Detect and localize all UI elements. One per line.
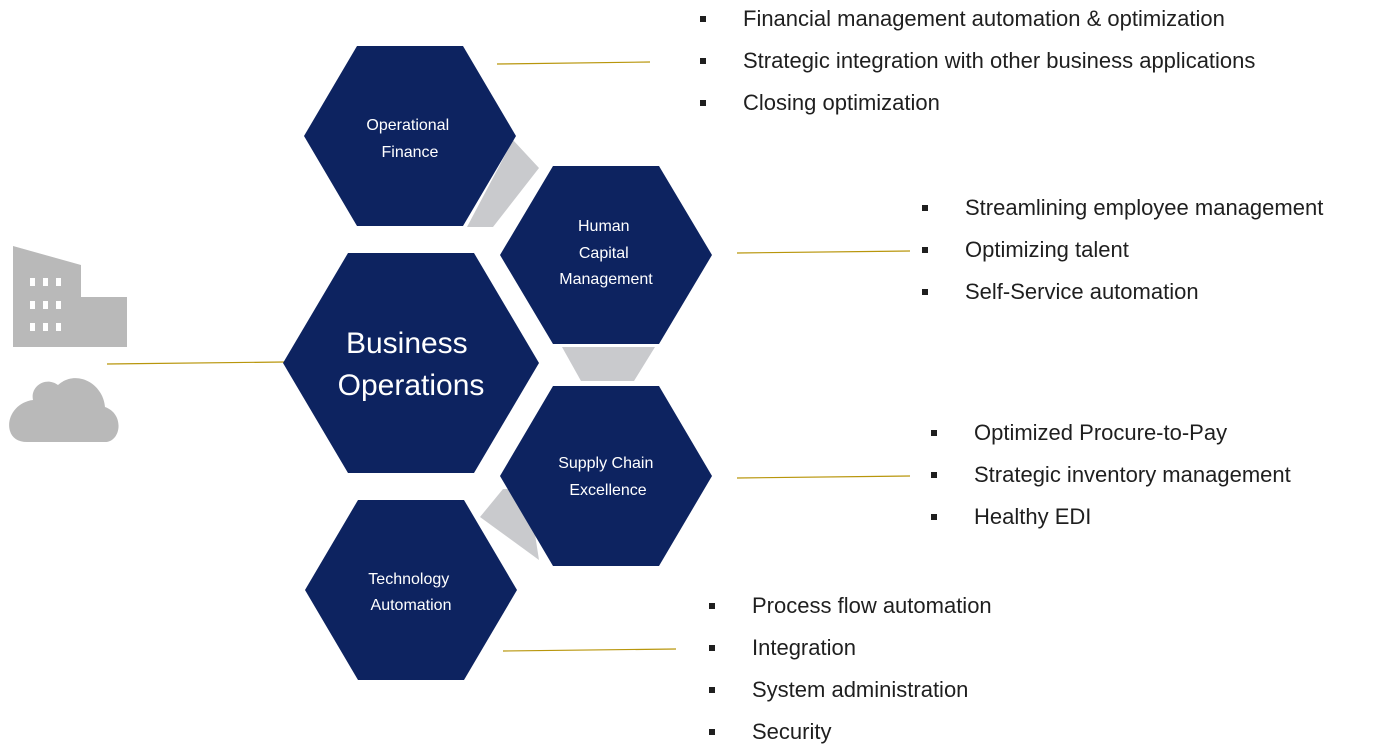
- building-icon: [13, 246, 127, 347]
- leader-line-scm: [736, 475, 911, 479]
- hex-label-line: Operations: [338, 369, 485, 402]
- list-item: System administration: [709, 669, 992, 711]
- hex-operational-finance: [304, 46, 516, 226]
- technology-list: Process flow automation Integration Syst…: [709, 585, 992, 753]
- hex-label-human-capital-management: Human Capital Management: [559, 218, 653, 288]
- connector-hcm-scm: [562, 347, 655, 381]
- list-item: Security: [709, 711, 992, 753]
- list-item: Integration: [709, 627, 992, 669]
- list-item: Self-Service automation: [922, 271, 1323, 313]
- hex-label-line: Management: [559, 271, 653, 288]
- operational-finance-list: Financial management automation & optimi…: [700, 0, 1255, 124]
- leader-line-finance: [496, 61, 651, 65]
- cloud-icon: [9, 378, 119, 442]
- list-item: Strategic inventory management: [931, 454, 1291, 496]
- list-item: Financial management automation & optimi…: [700, 0, 1255, 40]
- hex-label-operational-finance: Operational Finance: [366, 117, 453, 161]
- list-item: Strategic integration with other busines…: [700, 40, 1255, 82]
- hex-label-business-operations: Business Operations: [338, 327, 485, 402]
- human-capital-list: Streamlining employee management Optimiz…: [922, 187, 1323, 313]
- hex-label-line: Excellence: [569, 482, 646, 499]
- connector-finance-hcm: [467, 140, 539, 227]
- list-item: Closing optimization: [700, 82, 1255, 124]
- list-item: Healthy EDI: [931, 496, 1291, 538]
- hex-label-line: Finance: [382, 144, 439, 161]
- leader-line-hcm: [736, 250, 911, 254]
- hex-label-line: Automation: [371, 597, 452, 614]
- list-item: Streamlining employee management: [922, 187, 1323, 229]
- hex-label-line: Capital: [579, 245, 629, 262]
- hex-label-line: Human: [578, 218, 630, 235]
- hex-supply-chain-excellence: [500, 386, 712, 566]
- hex-label-line: Business: [346, 327, 468, 360]
- leader-line-center: [106, 361, 285, 365]
- hex-label-supply-chain-excellence: Supply Chain Excellence: [558, 455, 658, 499]
- leader-line-tech: [502, 648, 677, 652]
- hex-business-operations: [283, 253, 539, 473]
- list-item: Optimized Procure-to-Pay: [931, 412, 1291, 454]
- hex-human-capital-management: [500, 166, 712, 344]
- hex-label-line: Operational: [366, 117, 449, 134]
- hex-label-line: Supply Chain: [558, 455, 653, 472]
- hex-technology-automation: [305, 500, 517, 680]
- list-item: Optimizing talent: [922, 229, 1323, 271]
- hex-label-line: Technology: [368, 571, 449, 588]
- list-item: Process flow automation: [709, 585, 992, 627]
- hex-label-technology-automation: Technology Automation: [368, 571, 453, 614]
- supply-chain-list: Optimized Procure-to-Pay Strategic inven…: [931, 412, 1291, 538]
